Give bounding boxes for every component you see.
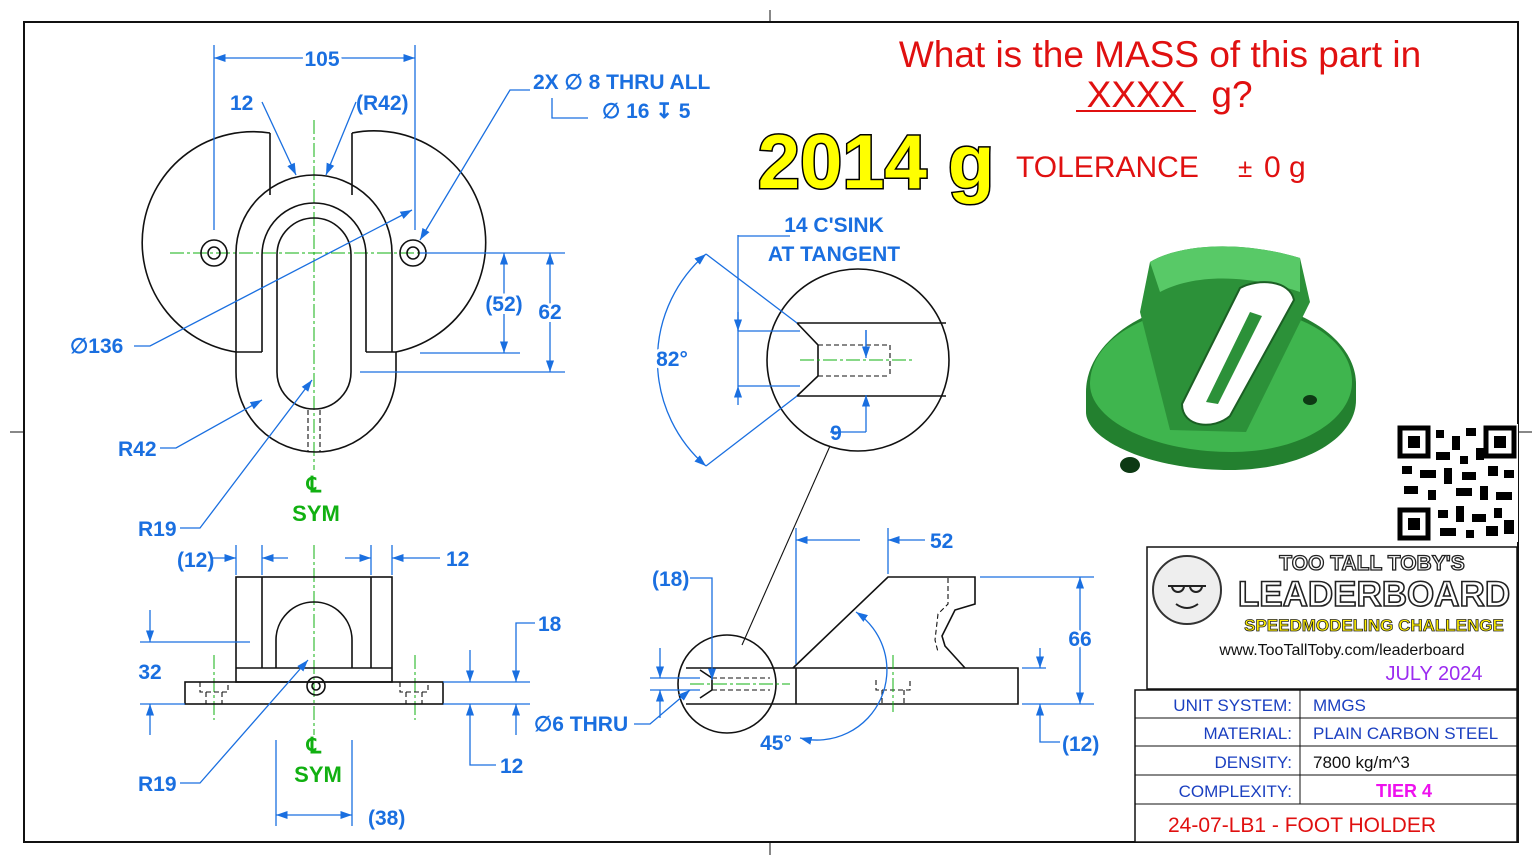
dim-38-ref: (38)	[368, 807, 405, 830]
dim-18-ref: (18)	[652, 568, 689, 591]
centerline-label-top: SYM	[292, 501, 340, 526]
side-view	[677, 576, 1019, 734]
row-value-density: 7800 kg/m^3	[1313, 753, 1410, 772]
iso-model-image	[1086, 246, 1356, 473]
dim-r42-top: (R42)	[356, 92, 409, 115]
dim-r42-bottom: R42	[118, 438, 157, 461]
question-unit: g?	[1211, 74, 1252, 115]
dim-r19-top: R19	[138, 518, 177, 541]
question-placeholder: XXXX	[1087, 74, 1186, 115]
row-value-material: PLAIN CARBON STEEL	[1313, 724, 1498, 743]
dim-66: 66	[1068, 628, 1091, 651]
dim-12-front: 12	[446, 548, 469, 571]
centerline-symbol-top: ℄	[306, 472, 322, 497]
dim-62: 62	[538, 301, 561, 324]
row-value-complexity: TIER 4	[1376, 781, 1432, 801]
tolerance-value: 0 g	[1264, 151, 1306, 184]
csink-line1: 14 C'SINK	[784, 214, 884, 237]
dim-12-ref-side: (12)	[1062, 733, 1099, 756]
dim-32: 32	[138, 661, 161, 684]
centerline-label-front: SYM	[294, 762, 342, 787]
row-label-material: MATERIAL:	[1204, 724, 1292, 743]
dim-6-thru: ∅6 THRU	[534, 713, 628, 736]
dim-105: 105	[304, 48, 339, 71]
brand-line3: SPEEDMODELING CHALLENGE	[1244, 616, 1504, 635]
dim-52-ref: (52)	[485, 293, 522, 316]
brand-line1: TOO TALL TOBY'S	[1279, 552, 1464, 575]
qr-code-image	[1396, 424, 1518, 542]
front-view	[184, 545, 444, 735]
row-label-density: DENSITY:	[1215, 753, 1292, 772]
dim-12-ref-front: (12)	[177, 549, 214, 572]
row-label-unit-system: UNIT SYSTEM:	[1173, 696, 1292, 715]
dim-52-side: 52	[930, 530, 953, 553]
toby-logo-icon	[1152, 555, 1222, 625]
row-value-unit-system: MMGS	[1313, 696, 1366, 715]
answer-value: 2014 g	[758, 120, 995, 205]
dim-45-deg: 45°	[760, 732, 792, 755]
dim-18-front: 18	[538, 613, 562, 636]
title-block: TOO TALL TOBY'S LEADERBOARD SPEEDMODELIN…	[1134, 546, 1518, 843]
dim-82-deg: 82°	[656, 348, 688, 371]
tolerance-symbol: ±	[1238, 153, 1252, 183]
centerline-symbol-front: ℄	[306, 733, 322, 758]
tolerance-label: TOLERANCE	[1016, 151, 1199, 184]
brand-url[interactable]: www.TooTallToby.com/leaderboard	[1218, 642, 1464, 659]
dim-136: ∅136	[70, 335, 123, 358]
top-view	[141, 120, 487, 470]
drawing-date: JULY 2024	[1385, 663, 1482, 685]
dim-12-bottom: 12	[500, 755, 523, 778]
question-line1: What is the MASS of this part in	[899, 34, 1421, 75]
brand-line2: LEADERBOARD	[1238, 575, 1510, 614]
dim-9: 9	[830, 422, 842, 445]
csink-line2: AT TANGENT	[768, 243, 900, 266]
hole-callout-2: ∅ 16 ↧ 5	[602, 100, 691, 123]
dim-r19-front: R19	[138, 773, 177, 796]
dim-12-top: 12	[230, 92, 253, 115]
row-label-complexity: COMPLEXITY:	[1179, 782, 1292, 801]
hole-callout-1: 2X ∅ 8 THRU ALL	[533, 71, 711, 94]
part-id: 24-07-LB1 - FOOT HOLDER	[1168, 814, 1436, 837]
detail-view	[766, 268, 950, 452]
